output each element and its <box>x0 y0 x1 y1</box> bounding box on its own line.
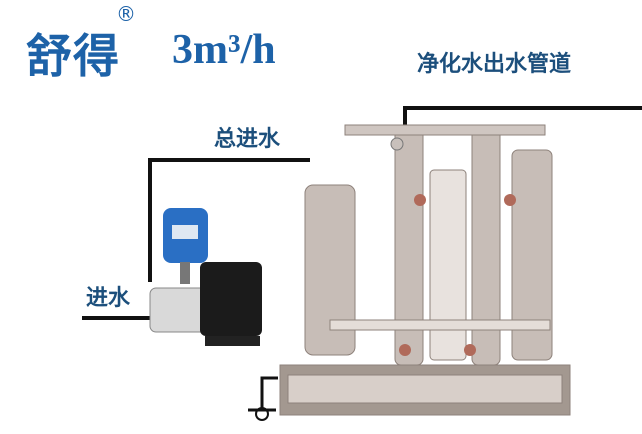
main-inlet-label: 总进水 <box>214 127 281 152</box>
pressure-gauge-icon <box>390 137 404 151</box>
filter-tanks <box>279 124 571 416</box>
pump-unit <box>149 208 262 346</box>
ground-drain-symbol <box>248 376 278 421</box>
registered-mark: ® <box>116 2 136 26</box>
purified-outlet-label: 净化水出水管道 <box>417 52 572 77</box>
valves <box>399 194 516 356</box>
capacity-label: 3m³/h <box>172 27 276 73</box>
inlet-label: 进水 <box>86 286 131 311</box>
main-inlet-pipe-line <box>148 158 310 282</box>
brand-name: 舒得 <box>26 29 120 83</box>
